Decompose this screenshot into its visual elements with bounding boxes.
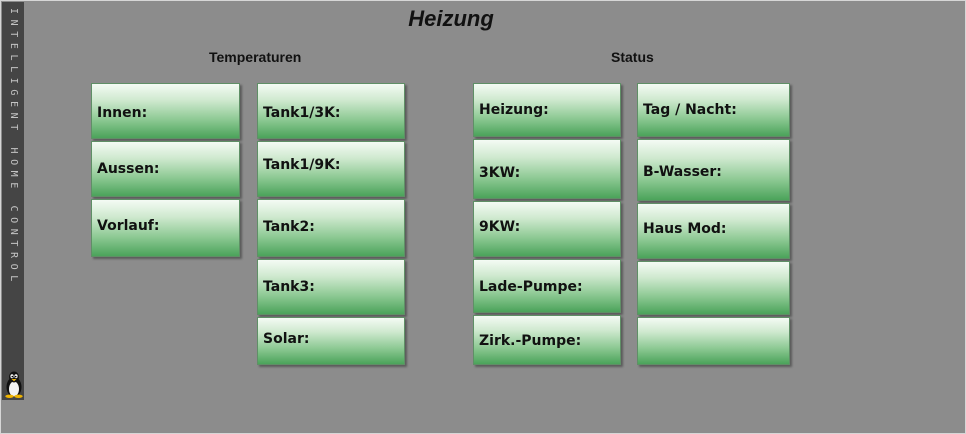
tux-penguin-icon bbox=[5, 371, 23, 398]
tile-label: Tank1/3K: bbox=[263, 105, 341, 121]
tile-label: Vorlauf: bbox=[97, 218, 160, 234]
section-header-temperaturen: Temperaturen bbox=[209, 49, 302, 65]
status-tile-tag-nacht[interactable]: Tag / Nacht: bbox=[637, 83, 790, 137]
status-tile-lade-pumpe[interactable]: Lade-Pumpe: bbox=[473, 259, 621, 313]
status-tile-9kw[interactable]: 9KW: bbox=[473, 201, 621, 257]
status-tile-b-wasser[interactable]: B-Wasser: bbox=[637, 139, 790, 201]
brand-vertical-text: INTELLIGENT HOME CONTROL bbox=[8, 8, 19, 287]
page-title: Heizung bbox=[408, 6, 494, 31]
tile-label: Innen: bbox=[97, 105, 148, 121]
tile-label: 9KW: bbox=[479, 219, 521, 235]
temp-tile-tank3[interactable]: Tank3: bbox=[257, 259, 405, 315]
temp-tile-solar[interactable]: Solar: bbox=[257, 317, 405, 365]
tile-label: Tank1/9K: bbox=[263, 157, 341, 173]
status-tile-zirk-pumpe[interactable]: Zirk.-Pumpe: bbox=[473, 315, 621, 365]
tile-label: Heizung: bbox=[479, 102, 549, 118]
tile-label: Zirk.-Pumpe: bbox=[479, 333, 582, 349]
tile-label: Lade-Pumpe: bbox=[479, 279, 583, 295]
tile-label: Haus Mod: bbox=[643, 221, 727, 237]
status-tile-empty-2[interactable] bbox=[637, 317, 790, 365]
temp-tile-aussen[interactable]: Aussen: bbox=[91, 141, 240, 197]
temp-tile-tank2[interactable]: Tank2: bbox=[257, 199, 405, 257]
tile-label: Aussen: bbox=[97, 161, 160, 177]
temp-tile-vorlauf[interactable]: Vorlauf: bbox=[91, 199, 240, 257]
temp-tile-tank1-3k[interactable]: Tank1/3K: bbox=[257, 83, 405, 139]
status-tile-empty-1[interactable] bbox=[637, 261, 790, 315]
status-tile-3kw[interactable]: 3KW: bbox=[473, 139, 621, 199]
section-header-status: Status bbox=[611, 49, 654, 65]
temp-tile-innen[interactable]: Innen: bbox=[91, 83, 240, 139]
tile-label: Solar: bbox=[263, 331, 310, 347]
tile-label: Tank2: bbox=[263, 219, 315, 235]
temp-tile-tank1-9k[interactable]: Tank1/9K: bbox=[257, 141, 405, 197]
status-tile-haus-mod[interactable]: Haus Mod: bbox=[637, 203, 790, 259]
tile-label: 3KW: bbox=[479, 165, 521, 181]
tile-label: Tag / Nacht: bbox=[643, 102, 737, 118]
tile-label: Tank3: bbox=[263, 279, 315, 295]
brand-sidebar: INTELLIGENT HOME CONTROL bbox=[2, 2, 24, 400]
tile-label: B-Wasser: bbox=[643, 164, 722, 180]
status-tile-heizung[interactable]: Heizung: bbox=[473, 83, 621, 137]
